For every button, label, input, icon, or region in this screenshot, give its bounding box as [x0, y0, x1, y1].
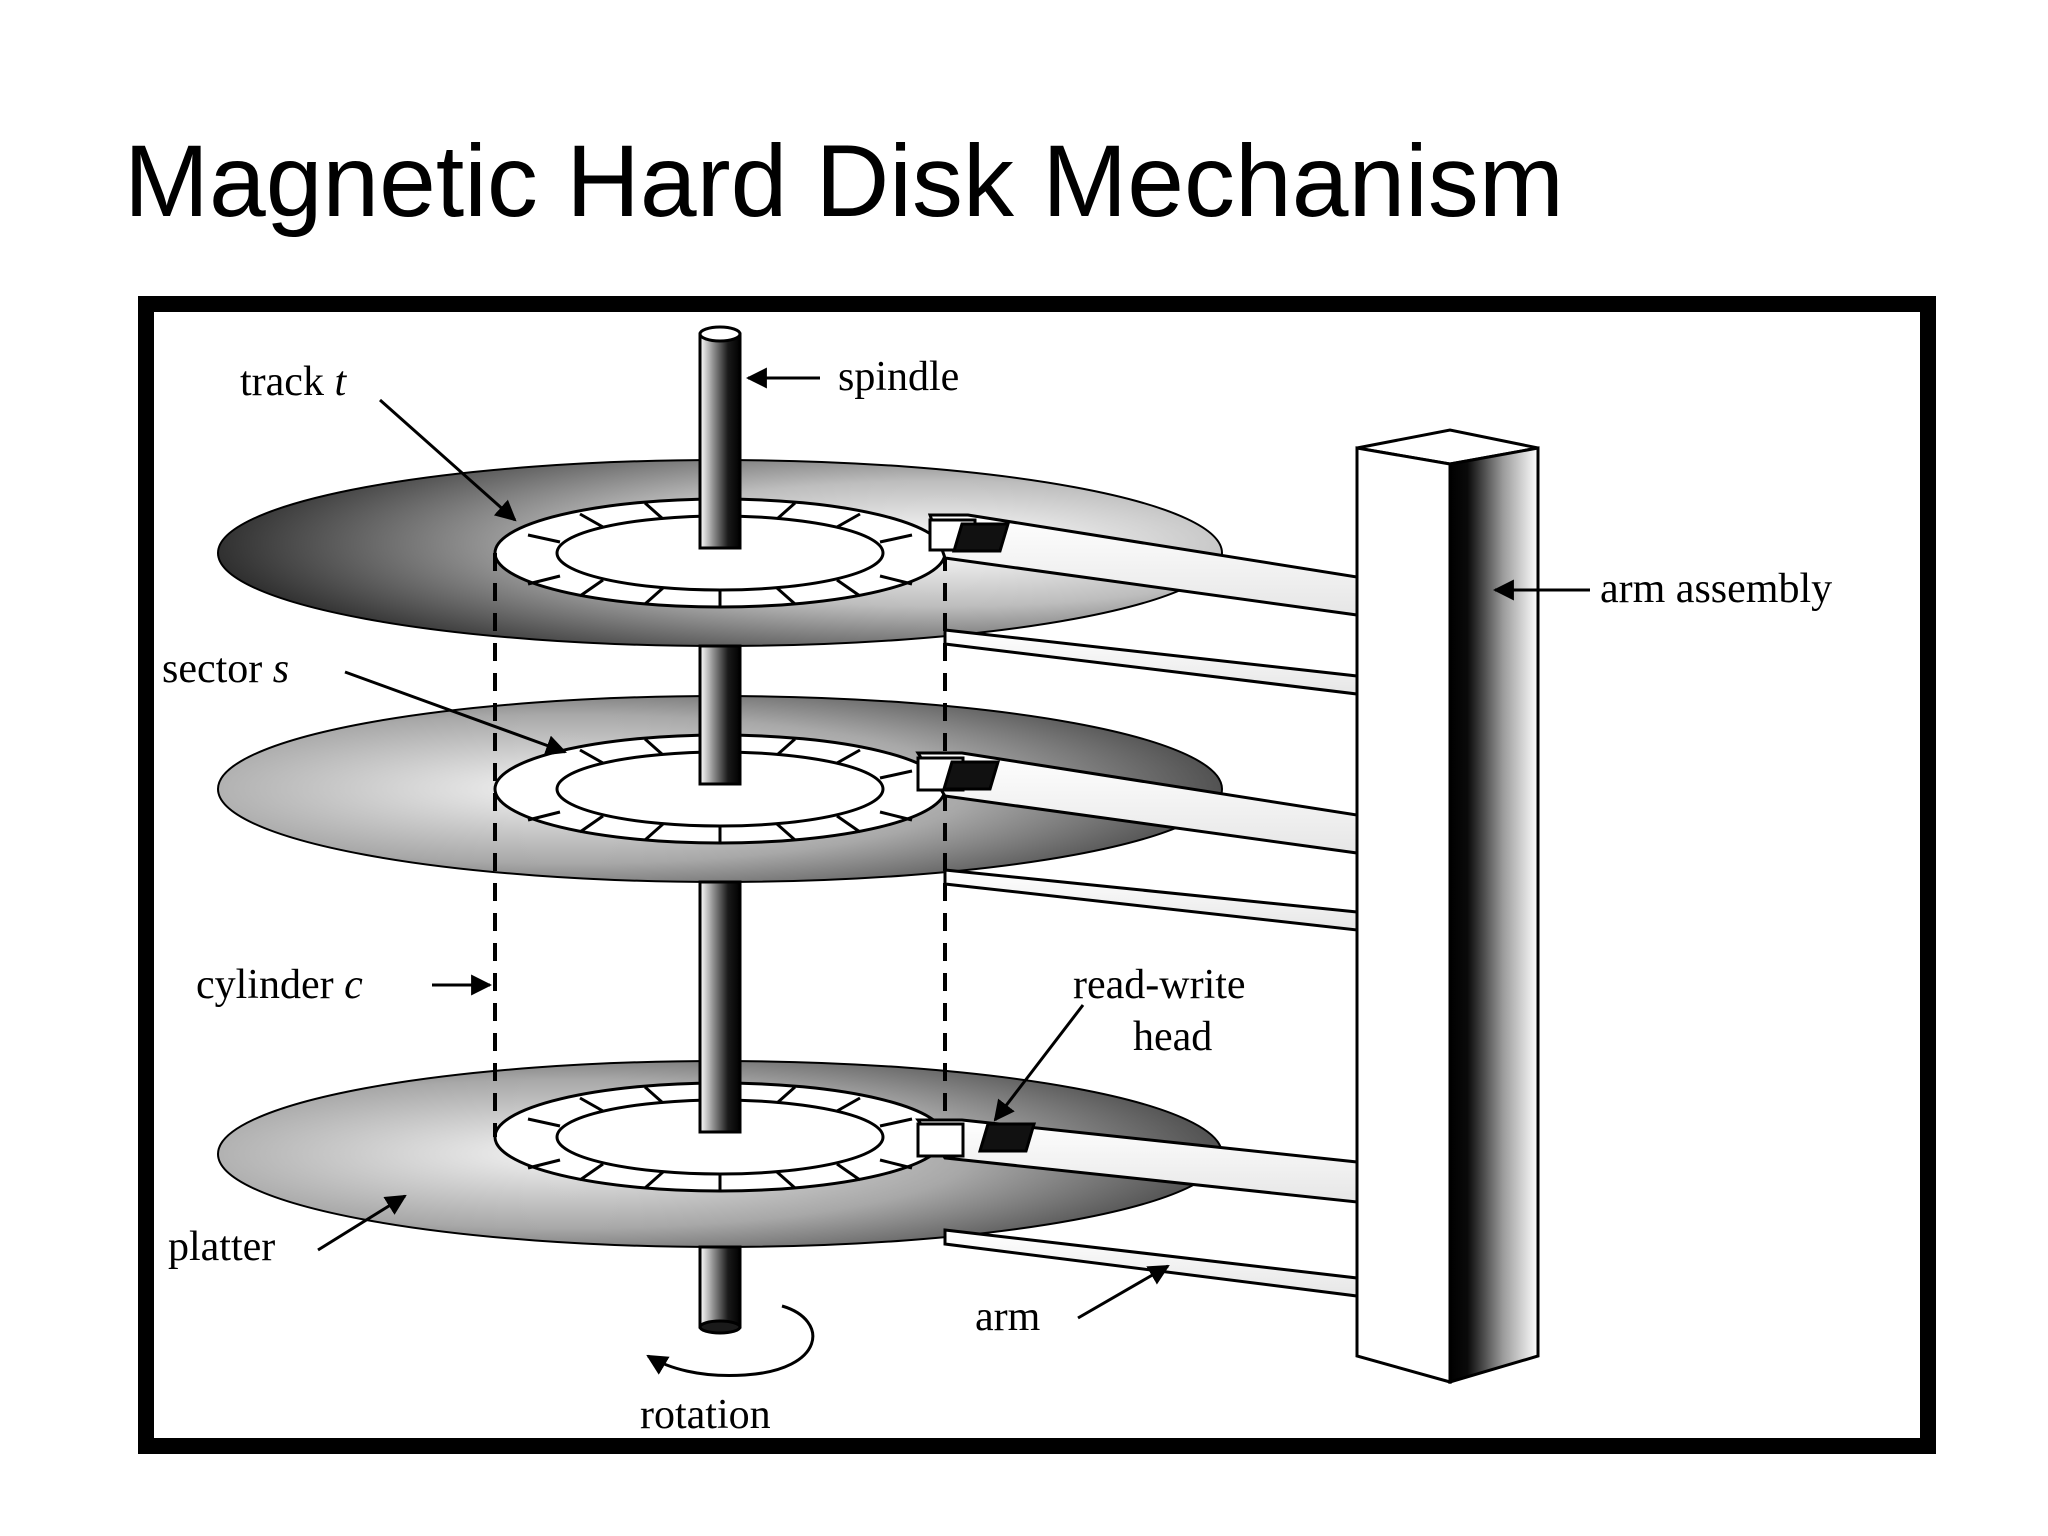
label-arm-assembly: arm assembly — [1600, 566, 1832, 612]
sector-dividers-3 — [527, 1083, 913, 1191]
slide-title: Magnetic Hard Disk Mechanism — [124, 124, 1564, 238]
arms — [915, 513, 1359, 1298]
label-rotation: rotation — [640, 1392, 771, 1438]
label-platter: platter — [168, 1224, 275, 1270]
label-track: track t — [240, 359, 347, 405]
platter-2 — [217, 695, 1223, 883]
label-spindle: spindle — [838, 354, 959, 400]
rotation-arrow — [646, 1304, 815, 1378]
read-write-heads — [916, 518, 1037, 1158]
label-head: head — [1133, 1014, 1212, 1060]
platter-3 — [217, 1060, 1223, 1248]
figure-frame — [138, 296, 1936, 1454]
label-read-write: read-write — [1073, 962, 1246, 1008]
label-sector: sector s — [162, 646, 289, 692]
platter-1 — [217, 459, 1223, 647]
leader-lines — [317, 367, 1590, 1320]
arm-assembly — [1355, 428, 1540, 1385]
label-arm: arm — [975, 1294, 1041, 1340]
label-cylinder: cylinder c — [196, 962, 363, 1008]
spindle — [698, 325, 742, 1335]
sector-dividers-1 — [527, 499, 913, 607]
cylinder-dashed-lines — [493, 553, 947, 1137]
